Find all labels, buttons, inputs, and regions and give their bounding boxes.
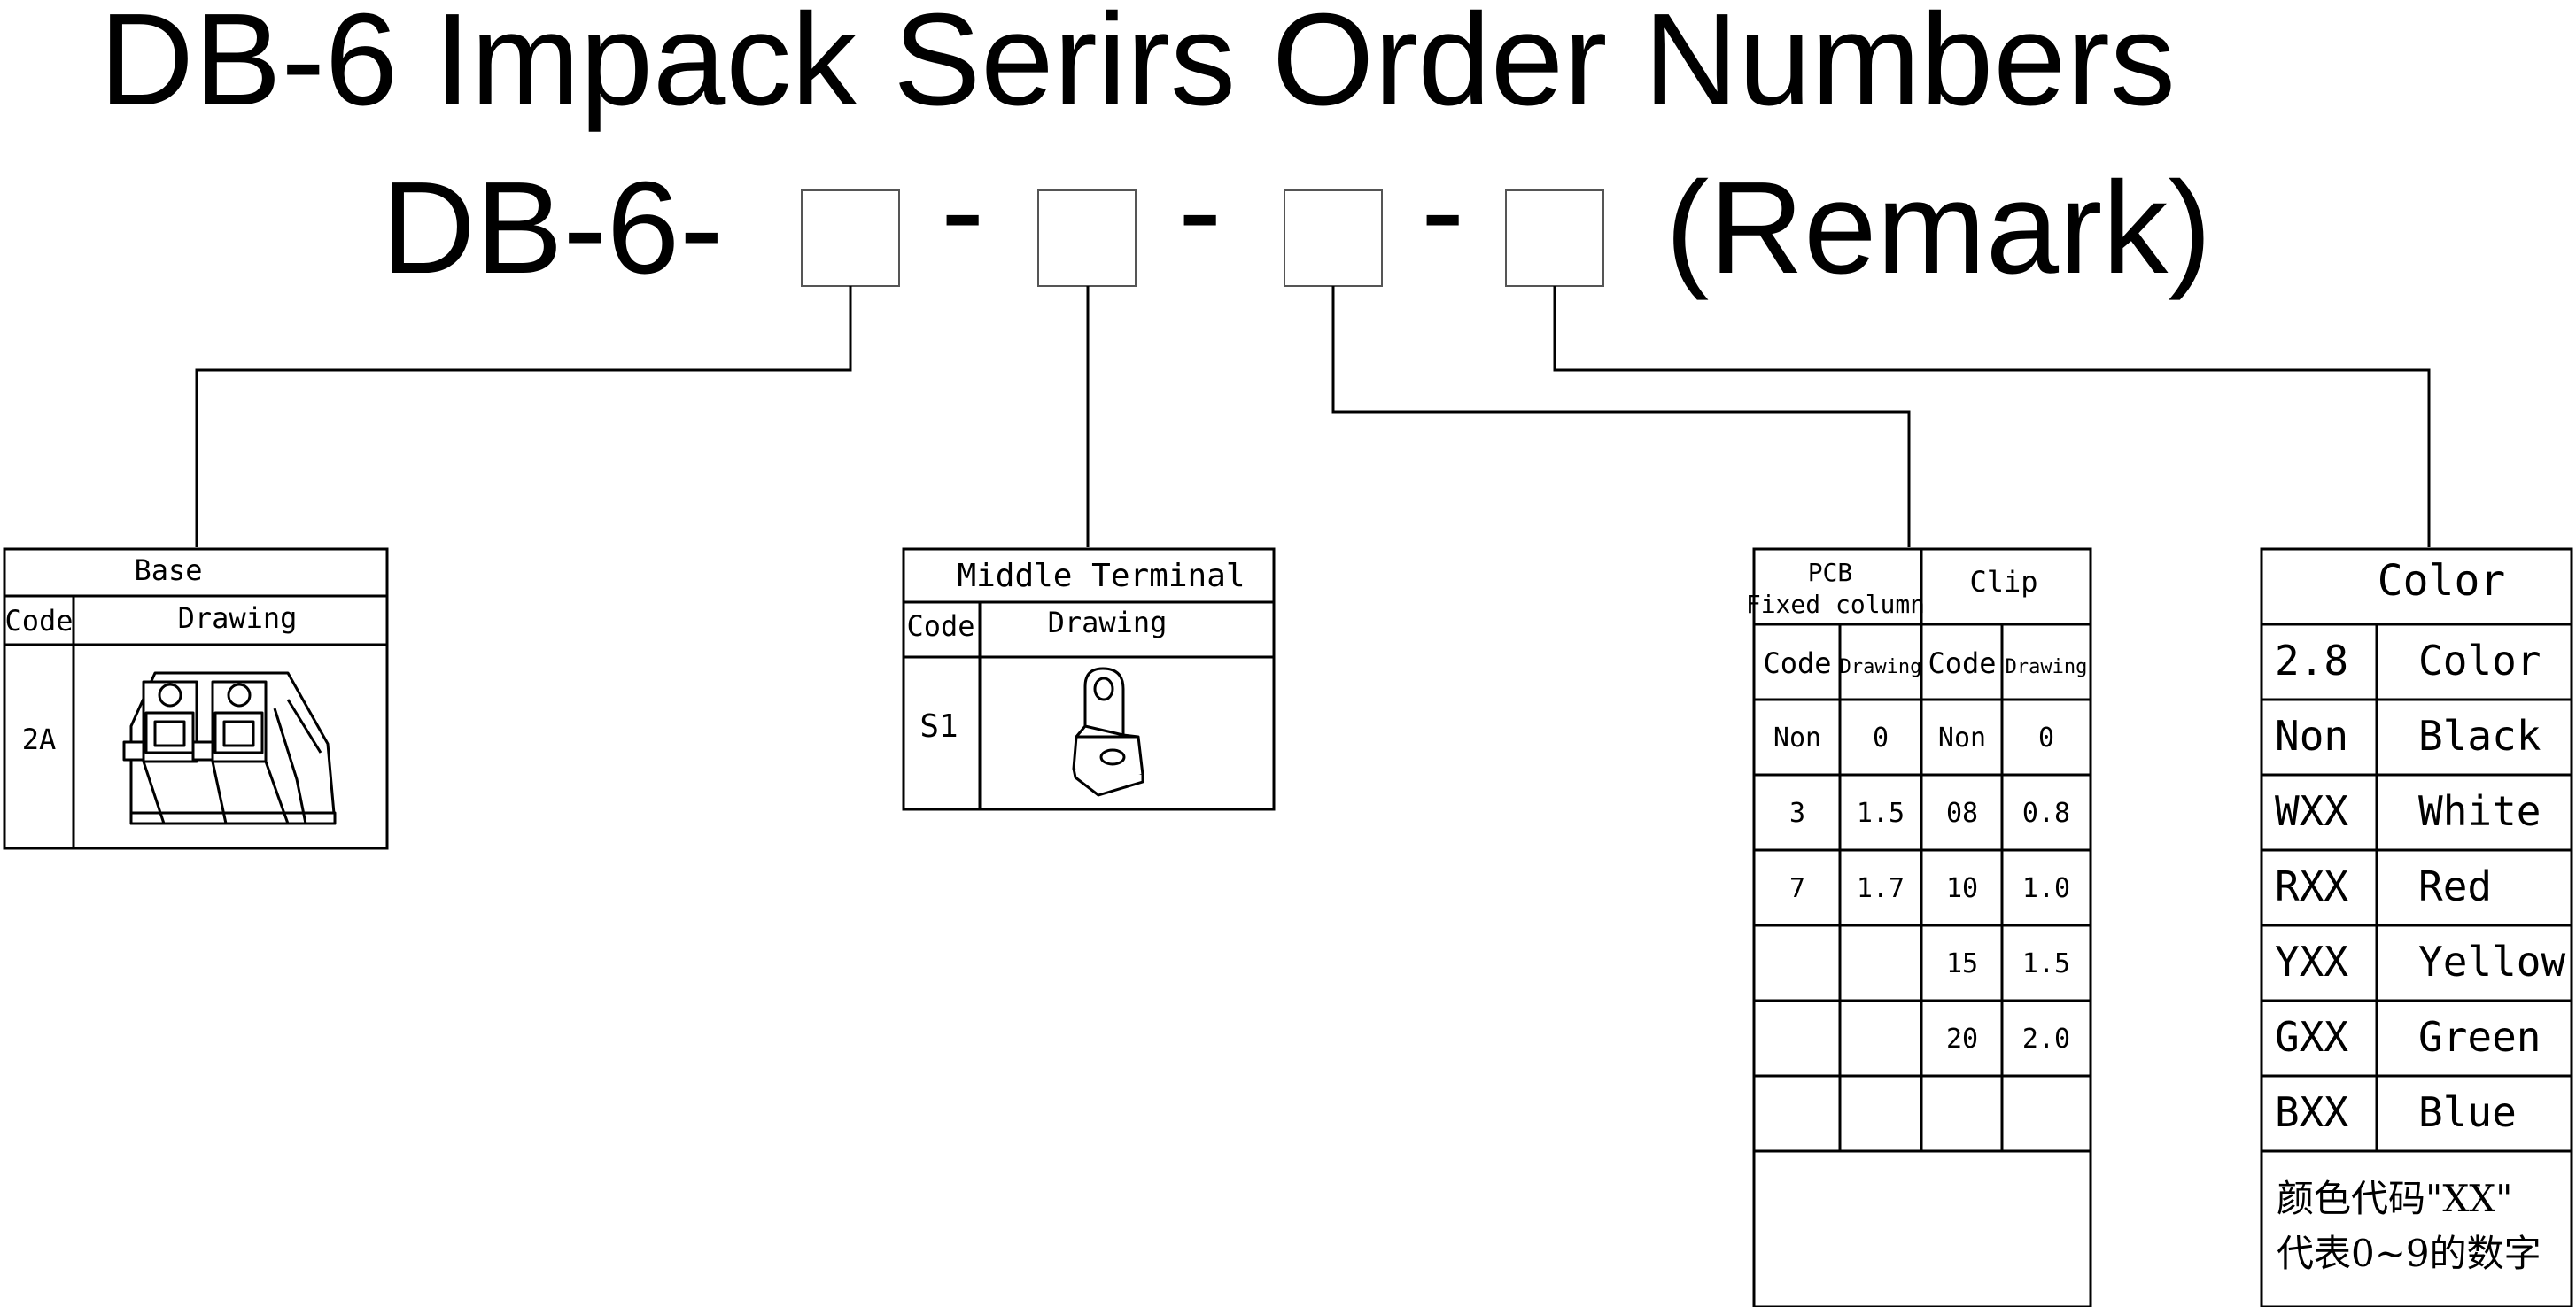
color-name-cell: Blue bbox=[2418, 1088, 2517, 1136]
base-terminal-block-icon bbox=[122, 671, 337, 825]
color-header: Color bbox=[2378, 556, 2506, 606]
color-name-cell: Black bbox=[2418, 712, 2541, 760]
order-separator-1: - bbox=[941, 137, 984, 283]
clip-header: Clip bbox=[1969, 565, 2037, 599]
middle-terminal-drawing-label: Drawing bbox=[1048, 606, 1168, 639]
color-name-cell: White bbox=[2418, 787, 2541, 835]
code-slot-base bbox=[801, 189, 900, 287]
pcb-drawing-label: Drawing bbox=[1840, 656, 1922, 678]
connector-pcb-clip bbox=[1331, 286, 1911, 547]
pcb-code-label: Code bbox=[1763, 646, 1831, 680]
color-name-cell: Red bbox=[2418, 862, 2492, 910]
color-code-cell: GXX bbox=[2275, 1013, 2348, 1061]
base-header: Base bbox=[134, 553, 202, 587]
order-suffix: (Remark) bbox=[1665, 155, 2212, 301]
color-note-line2: 代表0~9的数字 bbox=[2277, 1232, 2541, 1275]
pcb-clip-cell: 0 bbox=[2038, 723, 2054, 754]
pcb-clip-table: PCB Fixed column Clip Code Drawing Code … bbox=[1746, 547, 2092, 1307]
color-code-cell: WXX bbox=[2275, 787, 2348, 835]
pcb-clip-cell: 0.8 bbox=[2022, 798, 2070, 829]
pcb-clip-cell: 1.0 bbox=[2022, 873, 2070, 904]
pcb-clip-cell: 1.7 bbox=[1857, 873, 1905, 904]
base-drawing-label: Drawing bbox=[178, 601, 298, 635]
clip-drawing-label: Drawing bbox=[2006, 656, 2088, 678]
pcb-clip-cell: 7 bbox=[1789, 873, 1805, 904]
clip-code-label: Code bbox=[1928, 646, 1996, 680]
base-code-2a: 2A bbox=[22, 723, 57, 756]
pcb-clip-cell: 1.5 bbox=[1857, 798, 1905, 829]
order-separator-2: - bbox=[1178, 137, 1222, 283]
connector-base bbox=[195, 286, 852, 547]
code-slot-middle-terminal bbox=[1037, 189, 1137, 287]
pcb-clip-cell: Non bbox=[1938, 723, 1986, 754]
middle-terminal-table: Middle Terminal Code Drawing S1 bbox=[902, 547, 1276, 811]
page-title: DB-6 Impack Serirs Order Numbers bbox=[99, 0, 2176, 133]
code-slot-color bbox=[1505, 189, 1604, 287]
pcb-clip-cell: 20 bbox=[1946, 1024, 1978, 1055]
pcb-clip-cell: 10 bbox=[1946, 873, 1978, 904]
code-slot-pcb-clip bbox=[1284, 189, 1383, 287]
color-name-cell: Green bbox=[2418, 1013, 2541, 1061]
color-code-cell: 2.8 bbox=[2275, 637, 2348, 684]
color-name-cell: Color bbox=[2418, 637, 2541, 684]
color-note-line1: 颜色代码"XX" bbox=[2277, 1177, 2512, 1220]
base-code-label: Code bbox=[4, 604, 73, 638]
pcb-clip-cell: 08 bbox=[1946, 798, 1978, 829]
pcb-clip-rows: Non 0 Non 0 3 1.5 08 0.8 7 1.7 10 1.0 15 1.5 20 2.0 bbox=[1773, 723, 2070, 1055]
connector-color bbox=[1553, 286, 2431, 547]
middle-terminal-code-label: Code bbox=[906, 609, 974, 643]
color-code-cell: Non bbox=[2275, 712, 2348, 760]
terminal-lug-icon bbox=[1072, 667, 1144, 797]
pcb-clip-cell: 2.0 bbox=[2022, 1024, 2070, 1055]
order-separator-3: - bbox=[1421, 137, 1464, 283]
pcb-header-line1: PCB bbox=[1808, 558, 1853, 587]
pcb-clip-cell: Non bbox=[1773, 723, 1821, 754]
pcb-clip-cell: 15 bbox=[1946, 948, 1978, 979]
pcb-clip-cell: 0 bbox=[1873, 723, 1889, 754]
base-table: Base Code Drawing 2A bbox=[3, 547, 389, 850]
pcb-header-line2: Fixed column bbox=[1746, 590, 1925, 619]
color-name-cell: Yellow bbox=[2418, 938, 2565, 986]
middle-terminal-header: Middle Terminal bbox=[957, 558, 1245, 594]
color-code-cell: RXX bbox=[2275, 862, 2348, 910]
color-code-cell: YXX bbox=[2275, 938, 2348, 986]
pcb-clip-cell: 1.5 bbox=[2022, 948, 2070, 979]
middle-terminal-code-s1: S1 bbox=[919, 708, 958, 745]
color-code-cell: BXX bbox=[2275, 1088, 2348, 1136]
order-prefix: DB-6- bbox=[381, 155, 723, 301]
pcb-clip-cell: 3 bbox=[1789, 798, 1805, 829]
